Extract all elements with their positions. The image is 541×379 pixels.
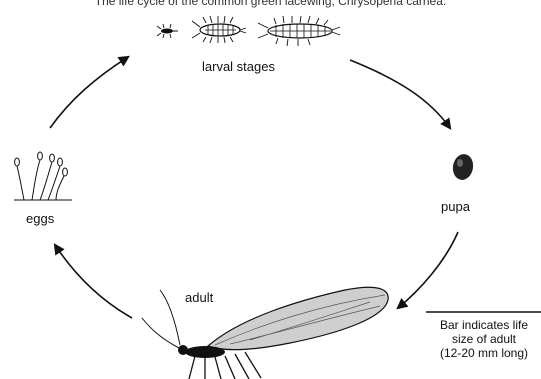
larval-stages-label: larval stages xyxy=(202,59,275,74)
arrow-pupa-to-adult xyxy=(398,232,458,308)
scale-caption-line-3: (12-20 mm long) xyxy=(428,346,540,360)
scale-caption-line-1: Bar indicates life xyxy=(428,318,540,332)
eggs-label: eggs xyxy=(26,211,54,226)
larva-medium-icon xyxy=(192,16,246,43)
pupa-cocoon-icon xyxy=(451,152,475,181)
eggs-on-stalks-icon xyxy=(14,152,72,200)
arrow-larva-to-pupa xyxy=(350,60,450,128)
arrow-eggs-to-larva xyxy=(50,57,128,128)
adult-label: adult xyxy=(185,290,213,305)
larva-large-icon xyxy=(258,16,340,46)
larva-small-icon xyxy=(157,24,178,38)
scale-caption-line-2: size of adult xyxy=(428,332,540,346)
pupa-label: pupa xyxy=(441,199,470,214)
arrow-adult-to-eggs xyxy=(55,245,132,318)
scale-bar-caption: Bar indicates life size of adult (12-20 … xyxy=(428,318,540,360)
adult-lacewing-icon xyxy=(142,287,388,379)
